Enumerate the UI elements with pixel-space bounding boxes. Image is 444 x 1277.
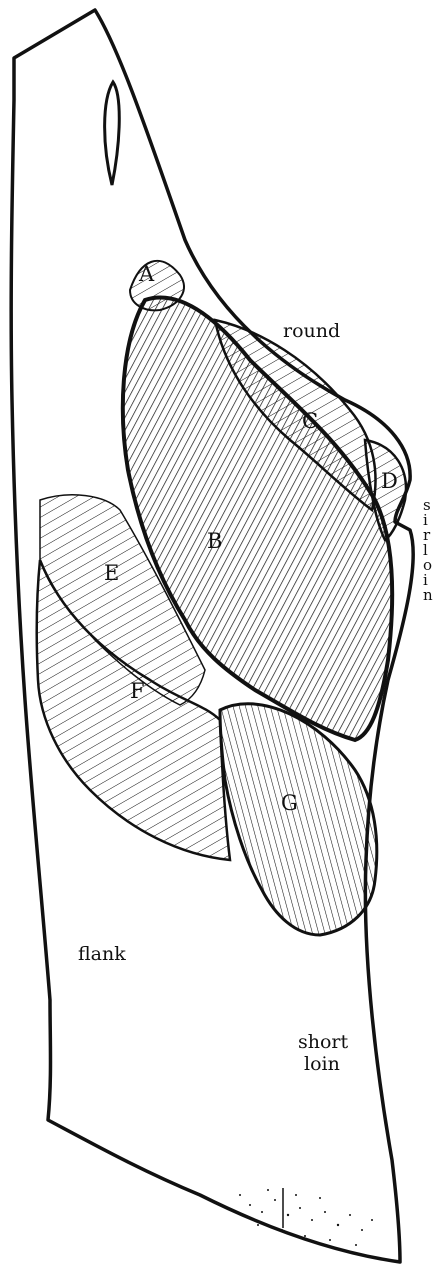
label-round: round — [283, 322, 340, 341]
bottom-speckles — [239, 1188, 373, 1246]
sirloin-letter: n — [423, 588, 433, 603]
label-loin: loin — [304, 1055, 340, 1074]
label-b: B — [207, 531, 222, 552]
label-d: D — [381, 471, 398, 492]
label-e: E — [104, 563, 119, 584]
bone-opening — [105, 82, 120, 185]
label-sirloin: s i r l o i n — [423, 498, 433, 603]
label-flank: flank — [78, 945, 126, 964]
label-f: F — [130, 681, 145, 702]
label-short: short — [298, 1033, 348, 1052]
label-a: A — [139, 264, 154, 285]
label-c: C — [302, 411, 318, 432]
label-g: G — [281, 793, 298, 814]
